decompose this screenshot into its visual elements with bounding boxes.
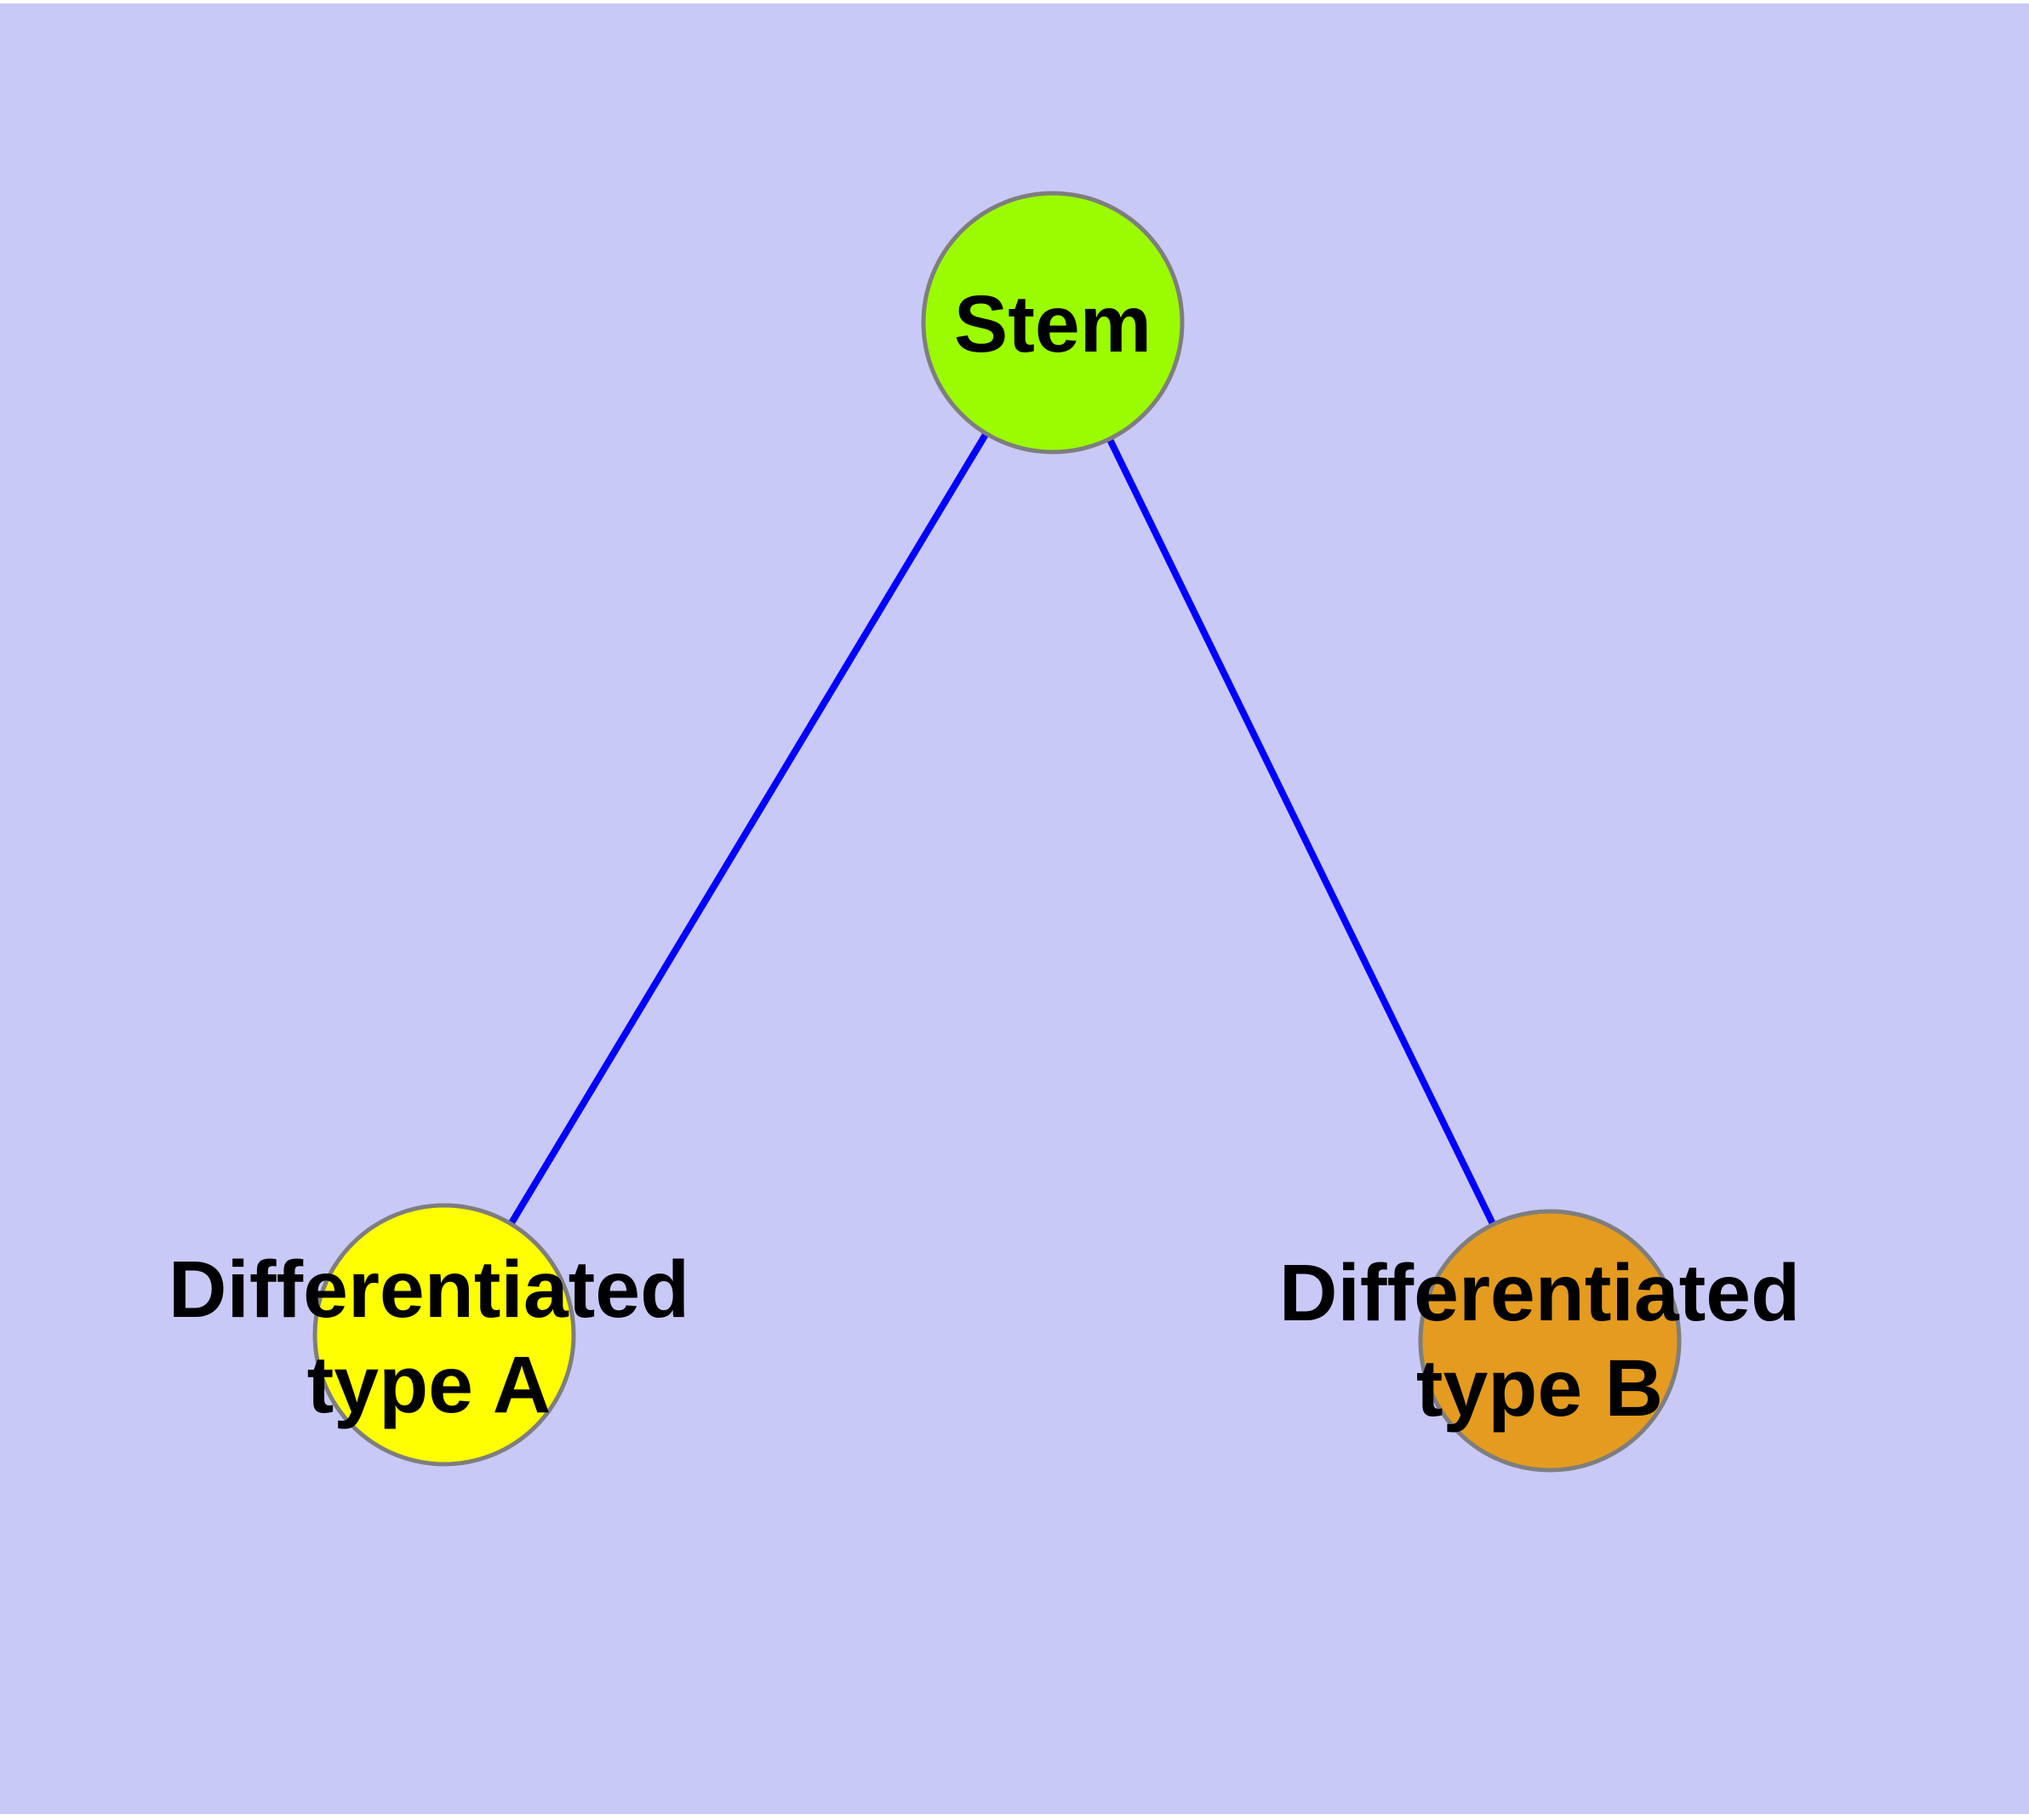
diagram-canvas: Stem Differentiated type A Differentiate… (0, 3, 2029, 1814)
node-stem-circle[interactable] (921, 191, 1185, 455)
node-differentiated-type-a-circle[interactable] (312, 1203, 576, 1467)
node-differentiated-type-b-circle[interactable] (1418, 1209, 1682, 1473)
edge-stem-to-type-b (1049, 321, 1553, 1342)
edge-stem-to-type-a (441, 320, 1056, 1337)
graph-svg (0, 3, 2029, 1814)
